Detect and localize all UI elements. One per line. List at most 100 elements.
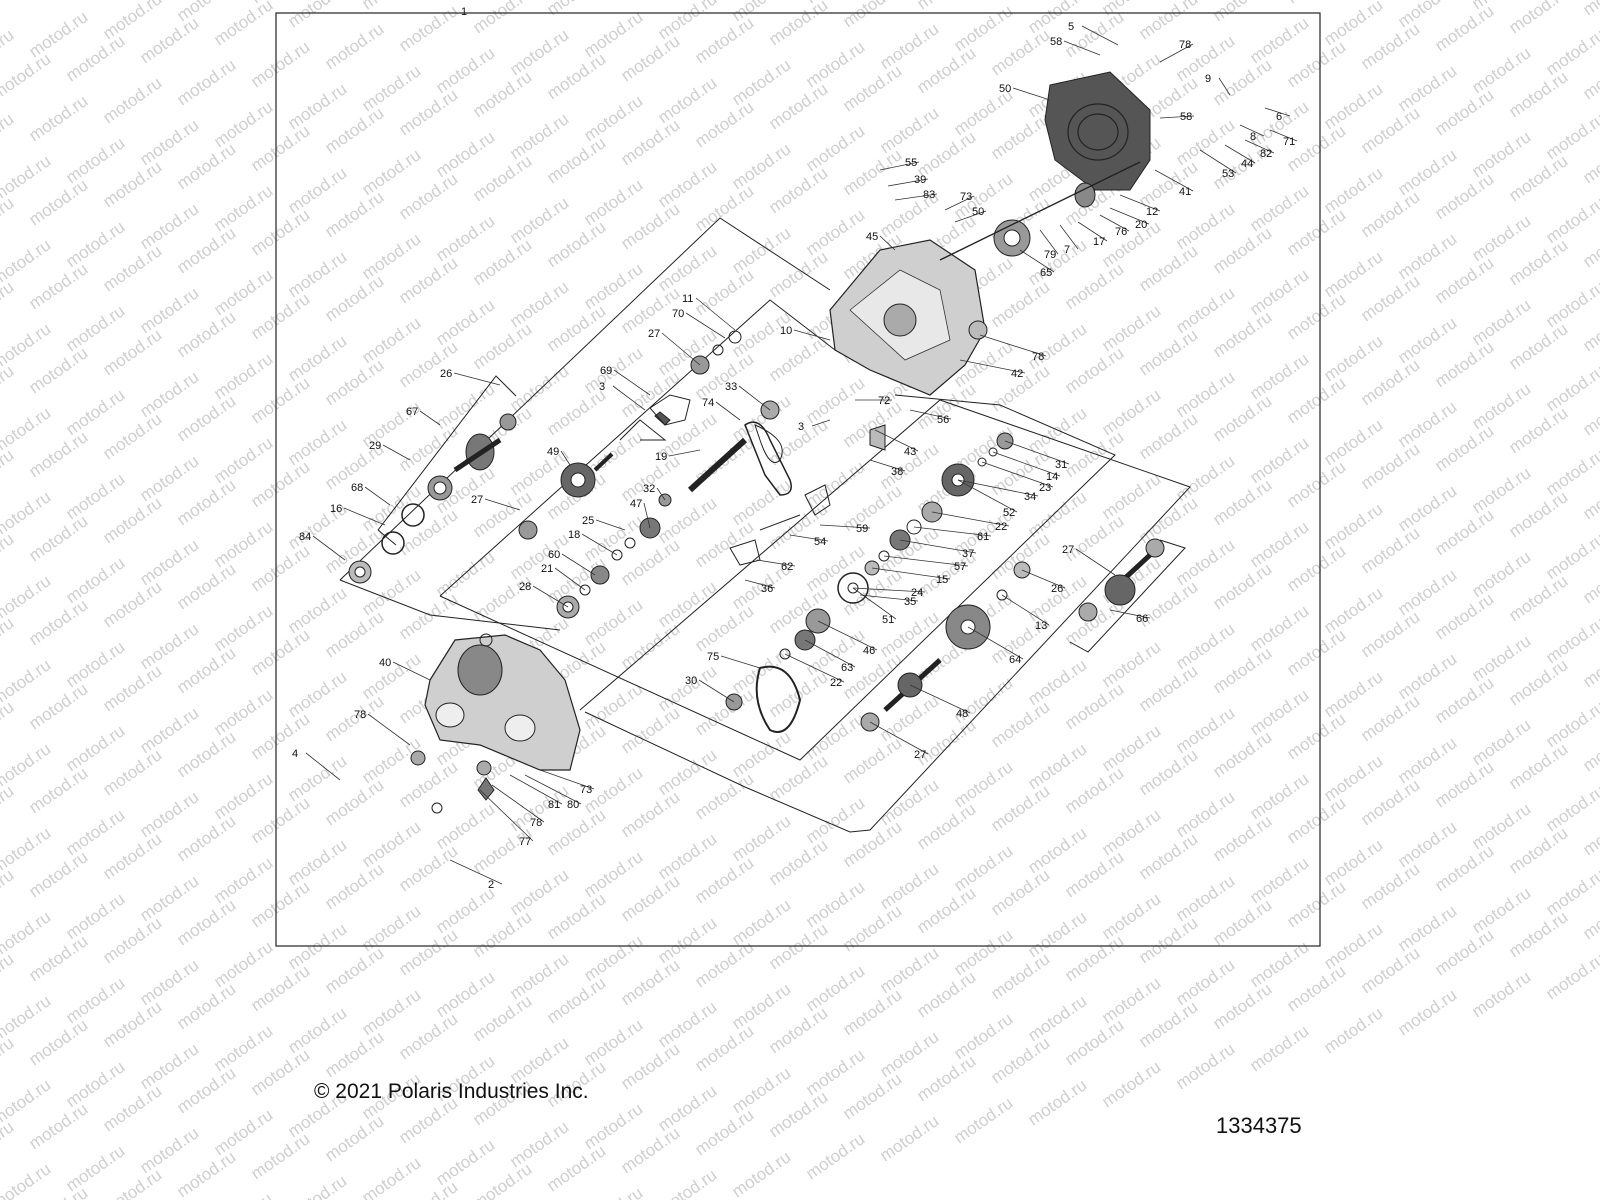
watermark-text: motod.ru bbox=[136, 1123, 202, 1177]
callout-number: 10 bbox=[780, 325, 792, 337]
callout-leader-line bbox=[1019, 249, 1055, 273]
callout-number: 72 bbox=[878, 395, 890, 407]
watermark-text: motod.ru bbox=[99, 241, 165, 295]
watermark-text: motod.ru bbox=[654, 325, 720, 379]
callout-leader-line bbox=[954, 210, 987, 223]
callout-leader-line bbox=[1239, 124, 1265, 137]
watermark-text: motod.ru bbox=[765, 247, 831, 301]
watermark-text: motod.ru bbox=[210, 265, 276, 319]
watermark-text: motod.ru bbox=[1505, 67, 1571, 121]
callout-leader-line bbox=[909, 684, 971, 714]
callout-leader-line bbox=[524, 774, 582, 805]
watermark-text: motod.ru bbox=[284, 163, 350, 217]
watermark-text: motod.ru bbox=[62, 973, 128, 1027]
watermark-text: motod.ru bbox=[1209, 55, 1275, 109]
watermark-text: motod.ru bbox=[173, 391, 239, 445]
watermark-text: motod.ru bbox=[1098, 1057, 1164, 1111]
watermark-text: motod.ru bbox=[62, 1141, 128, 1195]
watermark-text: motod.ru bbox=[913, 883, 979, 937]
watermark-text: motod.ru bbox=[543, 805, 609, 859]
callout-leader-line bbox=[367, 713, 411, 746]
watermark-text: motod.ru bbox=[1209, 307, 1275, 361]
watermark-text: motod.ru bbox=[1283, 457, 1349, 511]
watermark-text: motod.ru bbox=[1320, 667, 1386, 721]
watermark-text: motod.ru bbox=[1431, 505, 1497, 559]
callout-leader-line bbox=[1012, 87, 1051, 101]
callout-number: 71 bbox=[1283, 136, 1295, 148]
watermark-text: motod.ru bbox=[1024, 319, 1090, 373]
watermark-text: motod.ru bbox=[1246, 13, 1312, 67]
watermark-text: motod.ru bbox=[728, 139, 794, 193]
watermark-text: motod.ru bbox=[1246, 517, 1312, 571]
watermark-text: motod.ru bbox=[469, 151, 535, 205]
watermark-text: motod.ru bbox=[1246, 601, 1312, 655]
callout-number: 78 bbox=[354, 709, 366, 721]
watermark-text: motod.ru bbox=[62, 133, 128, 187]
watermark-text: motod.ru bbox=[1246, 433, 1312, 487]
watermark-text: motod.ru bbox=[1061, 259, 1127, 313]
watermark-text: motod.ru bbox=[654, 577, 720, 631]
watermark-text: motod.ru bbox=[1320, 163, 1386, 217]
watermark-text: motod.ru bbox=[728, 55, 794, 109]
watermark-text: motod.ru bbox=[913, 0, 979, 13]
watermark-text: motod.ru bbox=[1024, 655, 1090, 709]
watermark-text: motod.ru bbox=[1209, 979, 1275, 1033]
watermark-text: motod.ru bbox=[1468, 463, 1534, 517]
callout-leader-line bbox=[1159, 115, 1195, 119]
callout-leader-line bbox=[852, 587, 897, 620]
callout-number: 62 bbox=[781, 561, 793, 573]
watermark-text: motod.ru bbox=[876, 19, 942, 73]
watermark-text: motod.ru bbox=[1357, 775, 1423, 829]
watermark-text: motod.ru bbox=[1061, 847, 1127, 901]
watermark-text: motod.ru bbox=[1542, 781, 1600, 835]
watermark-text: motod.ru bbox=[839, 481, 905, 535]
watermark-text: motod.ru bbox=[950, 925, 1016, 979]
watermark-text: motod.ru bbox=[25, 1099, 91, 1153]
watermark-text: motod.ru bbox=[802, 793, 868, 847]
callout-number: 24 bbox=[911, 587, 923, 599]
watermark-text: motod.ru bbox=[691, 97, 757, 151]
callout-leader-line bbox=[784, 653, 845, 683]
watermark-text: motod.ru bbox=[728, 727, 794, 781]
watermark-text: motod.ru bbox=[543, 301, 609, 355]
callout-leader-line bbox=[1004, 440, 1070, 465]
callout-number: 61 bbox=[977, 531, 989, 543]
callout-leader-line bbox=[1099, 214, 1130, 232]
callout-leader-line bbox=[1021, 569, 1066, 589]
watermark-text: motod.ru bbox=[358, 0, 424, 13]
watermark-text: motod.ru bbox=[617, 367, 683, 421]
watermark-text: motod.ru bbox=[321, 103, 387, 157]
callout-number: 73 bbox=[960, 191, 972, 203]
watermark-text: motod.ru bbox=[1098, 721, 1164, 775]
callout-number: 27 bbox=[648, 328, 660, 340]
watermark-text: motod.ru bbox=[543, 973, 609, 1027]
watermark-text: motod.ru bbox=[1394, 817, 1460, 871]
callout-number: 41 bbox=[1179, 186, 1191, 198]
callout-number: 58 bbox=[1180, 111, 1192, 123]
callout-number: 66 bbox=[1136, 613, 1148, 625]
callout-leader-line bbox=[643, 502, 651, 529]
callout-number: 60 bbox=[548, 549, 560, 561]
watermark-text: motod.ru bbox=[1283, 793, 1349, 847]
callout-number: 81 bbox=[548, 799, 560, 811]
watermark-text: motod.ru bbox=[1098, 469, 1164, 523]
callout-number: 63 bbox=[841, 662, 853, 674]
watermark-text: motod.ru bbox=[876, 103, 942, 157]
watermark-text: motod.ru bbox=[0, 109, 17, 163]
watermark-text: motod.ru bbox=[1061, 763, 1127, 817]
watermark-text: motod.ru bbox=[432, 883, 498, 937]
watermark-text: motod.ru bbox=[395, 421, 461, 475]
watermark-text: motod.ru bbox=[136, 283, 202, 337]
callout-leader-line bbox=[931, 511, 1010, 527]
watermark-text: motod.ru bbox=[654, 829, 720, 883]
watermark-text: motod.ru bbox=[1542, 613, 1600, 667]
callout-leader-line bbox=[852, 587, 926, 593]
watermark-text: motod.ru bbox=[802, 1045, 868, 1099]
watermark-text: motod.ru bbox=[432, 1135, 498, 1189]
watermark-text: motod.ru bbox=[1394, 565, 1460, 619]
watermark-text: motod.ru bbox=[654, 745, 720, 799]
watermark-text: motod.ru bbox=[321, 187, 387, 241]
callout-number: 73 bbox=[580, 784, 592, 796]
clutch-cover bbox=[1044, 71, 1151, 191]
watermark-text: motod.ru bbox=[1135, 829, 1201, 883]
